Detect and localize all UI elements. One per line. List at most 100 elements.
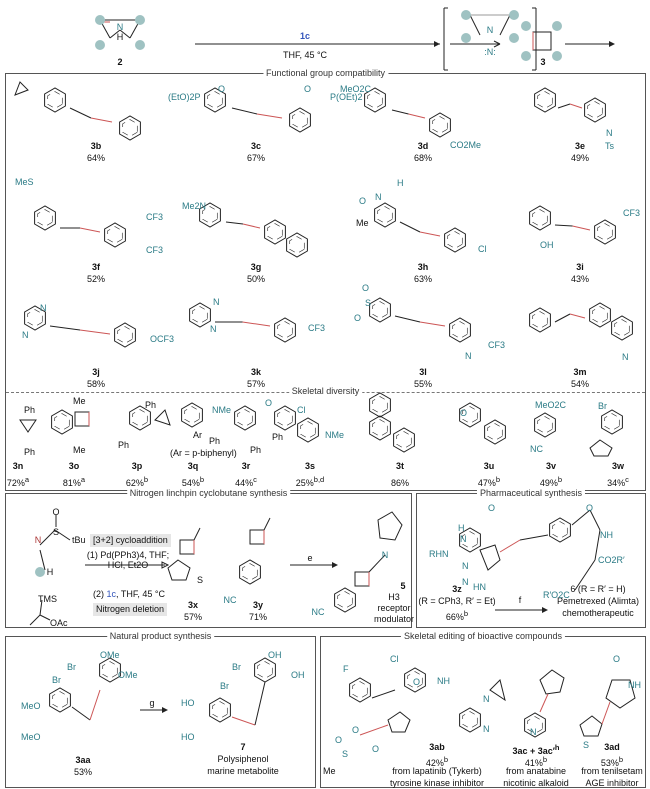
substituent-label: O xyxy=(304,84,312,94)
thiophene xyxy=(579,715,603,737)
substituent-label: N xyxy=(465,351,472,361)
substituent-dot xyxy=(552,21,562,31)
compound-id: 3w xyxy=(611,461,625,471)
substituent-label: Br xyxy=(67,662,76,672)
bond xyxy=(263,517,271,531)
ring-inner xyxy=(407,671,423,689)
ring xyxy=(369,415,391,441)
substituent-label: Br xyxy=(52,675,61,685)
step2: (2) 1c, THF, 45 °C xyxy=(93,589,165,600)
c3aa-yield: 53% xyxy=(73,767,93,777)
substituent-label: Ph xyxy=(272,432,284,442)
substituent-label: N xyxy=(462,561,469,571)
ring xyxy=(114,322,136,348)
step2-post: , THF, 45 °C xyxy=(116,589,165,599)
ring-inner xyxy=(37,209,53,227)
bond xyxy=(90,117,113,123)
ring xyxy=(393,427,415,453)
drug-class: AGE inhibitor xyxy=(585,778,639,788)
substituent-label: N xyxy=(483,724,490,734)
ring-inner xyxy=(604,413,620,431)
substituent-label: MeS xyxy=(15,177,34,187)
starting-material-label: 2 xyxy=(117,57,123,67)
ring-inner xyxy=(352,681,368,699)
ring-inner xyxy=(52,691,68,709)
bond xyxy=(359,724,389,736)
c3y-yield: 71% xyxy=(248,612,268,622)
substituent-label: MeO xyxy=(21,732,41,742)
ring-inner xyxy=(47,91,63,109)
ring-inner xyxy=(537,91,553,109)
bond xyxy=(554,313,571,323)
substituent-label: H xyxy=(397,178,404,188)
substituent-label: O xyxy=(362,283,370,293)
compound-yield: 43% xyxy=(570,274,590,284)
c3aa-id: 3aa xyxy=(75,755,91,765)
substituent-label: H xyxy=(458,523,465,533)
product-label: 3 xyxy=(540,57,546,67)
substituent-dot xyxy=(509,33,519,43)
bond xyxy=(391,109,409,115)
substituent-label: HN xyxy=(473,582,486,592)
substituent-label: NMe xyxy=(325,430,345,440)
bond xyxy=(399,221,421,233)
yield: 62% xyxy=(125,478,144,488)
substituent-label: CF3 xyxy=(146,245,164,255)
substituent-label: O xyxy=(613,654,621,664)
compound-id: 3ad xyxy=(604,742,620,753)
compound-id: 3q xyxy=(187,461,199,471)
substituent-label: O xyxy=(372,744,380,754)
bond xyxy=(539,693,549,713)
footnote: a xyxy=(24,475,30,484)
ring xyxy=(529,205,551,231)
ring xyxy=(189,302,211,328)
footnote: b,d xyxy=(313,475,325,484)
yield: 34% xyxy=(607,478,626,488)
bond xyxy=(109,29,121,39)
footnote: b xyxy=(495,475,501,484)
ring xyxy=(459,402,481,428)
compound-yield: 57% xyxy=(246,379,266,389)
compound-id: 3k xyxy=(250,367,262,377)
thiophene xyxy=(167,559,191,581)
substituent-label: Ph xyxy=(209,436,221,446)
ring xyxy=(234,405,256,431)
c3x-yield: 57% xyxy=(183,612,203,622)
compound-yield: 25%b,d xyxy=(296,474,324,489)
bond xyxy=(493,40,501,45)
pyrrole xyxy=(479,544,501,571)
s: S xyxy=(52,527,60,537)
ring xyxy=(364,87,386,113)
id: 3ab xyxy=(429,742,445,752)
yield: 42% xyxy=(425,758,444,768)
compound-yield: 49%b xyxy=(540,474,562,489)
arrow-f: f xyxy=(518,595,522,605)
ring-inner xyxy=(597,223,613,241)
substituent-label: S xyxy=(342,749,349,759)
substituent-dot xyxy=(461,33,471,43)
compound-yield: 67% xyxy=(246,153,266,163)
arrow-head xyxy=(542,607,548,613)
ring xyxy=(524,712,546,738)
substituent-label: CF3 xyxy=(308,323,326,333)
substituent-label: O xyxy=(265,398,273,408)
step1b: HCl, Et2O xyxy=(107,560,149,570)
ring xyxy=(99,657,121,683)
compound-yield: 41%b xyxy=(525,754,547,769)
substituent-label: OH xyxy=(540,240,554,250)
ring xyxy=(129,405,151,431)
ring xyxy=(334,587,356,613)
substituent-label: CF3 xyxy=(488,340,506,350)
source-drug: from anatabine xyxy=(505,766,567,776)
c7-id: 7 xyxy=(240,742,246,752)
ring-inner xyxy=(122,119,138,137)
ph-title: Pharmaceutical synthesis xyxy=(476,488,586,498)
bond xyxy=(571,509,591,526)
bond xyxy=(242,223,261,229)
ring-inner xyxy=(192,306,208,324)
ring-inner xyxy=(587,101,603,119)
fg-section-title: Functional group compatibility xyxy=(262,68,389,78)
h: H xyxy=(46,567,54,577)
ring-inner xyxy=(532,311,548,329)
compound-yield: 34%c xyxy=(607,474,629,489)
